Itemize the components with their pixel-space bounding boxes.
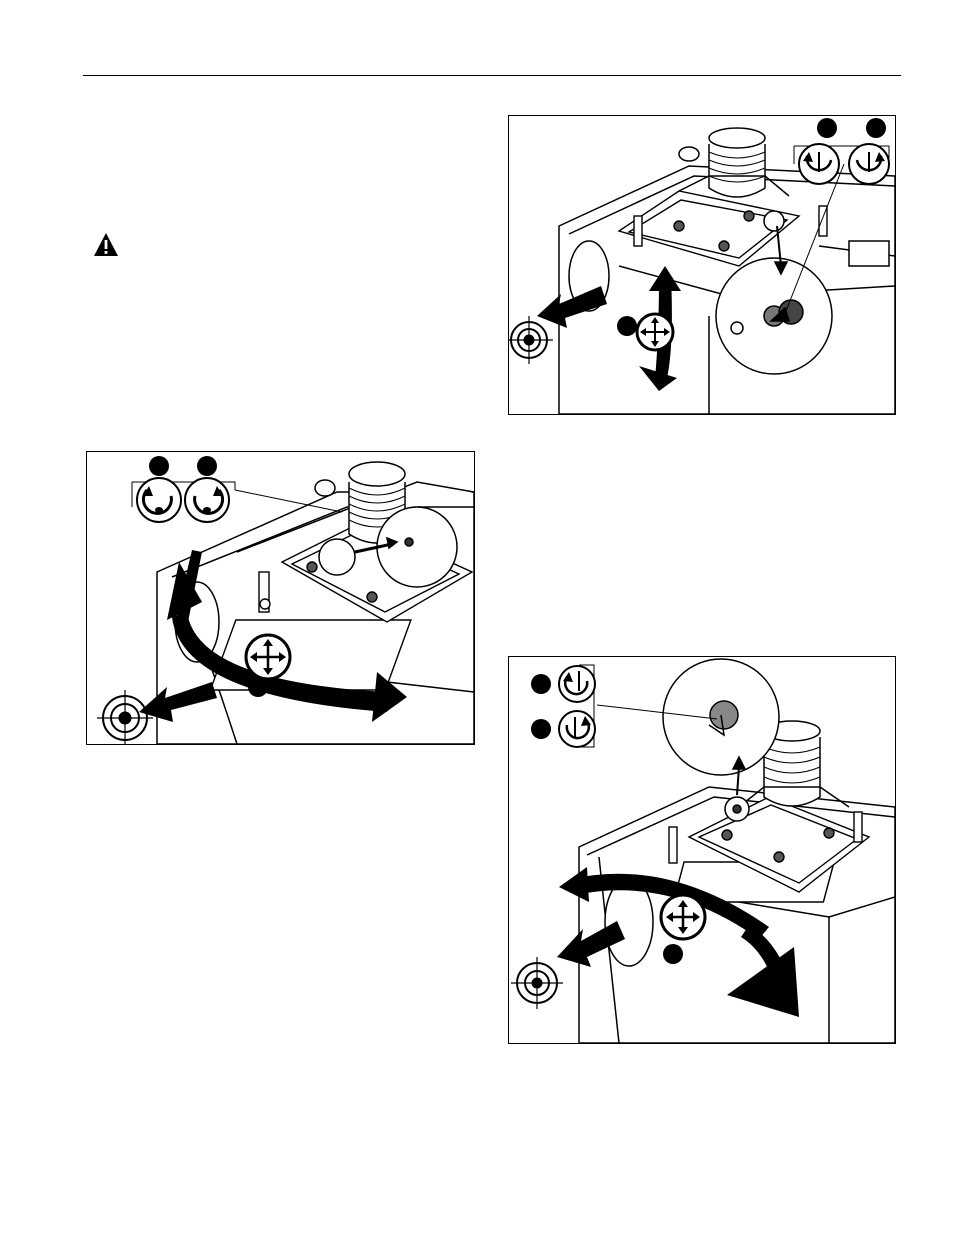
multidirection-arrows-icon (637, 314, 673, 350)
rotate-clockwise-icon (849, 144, 889, 184)
step-marker-2 (531, 719, 551, 739)
step-marker-1 (149, 456, 169, 476)
figure-yaw-adjust (508, 656, 896, 1044)
warning-triangle-icon (93, 232, 119, 258)
lens-target-icon (511, 957, 563, 1009)
rotate-counterclockwise-icon (559, 666, 595, 702)
figure-tilt-adjust (86, 451, 475, 745)
header-rule (83, 75, 901, 76)
step-marker-3 (663, 944, 683, 964)
step-marker-3 (617, 316, 637, 336)
figure-roll-adjust (508, 115, 896, 415)
step-marker-1 (531, 674, 551, 694)
rotate-counterclockwise-icon (137, 478, 181, 522)
multidirection-arrows-icon (661, 895, 705, 939)
step-marker-2 (197, 456, 217, 476)
step-marker-2 (866, 118, 886, 138)
lens-target-icon (97, 690, 153, 744)
multidirection-arrows-icon (246, 635, 290, 679)
step-marker-1 (817, 118, 837, 138)
rotate-clockwise-icon (185, 478, 229, 522)
rotate-counterclockwise-icon (799, 144, 839, 184)
lens-target-icon (509, 316, 553, 364)
step-marker-3 (248, 677, 268, 697)
rotate-clockwise-icon (559, 711, 595, 747)
